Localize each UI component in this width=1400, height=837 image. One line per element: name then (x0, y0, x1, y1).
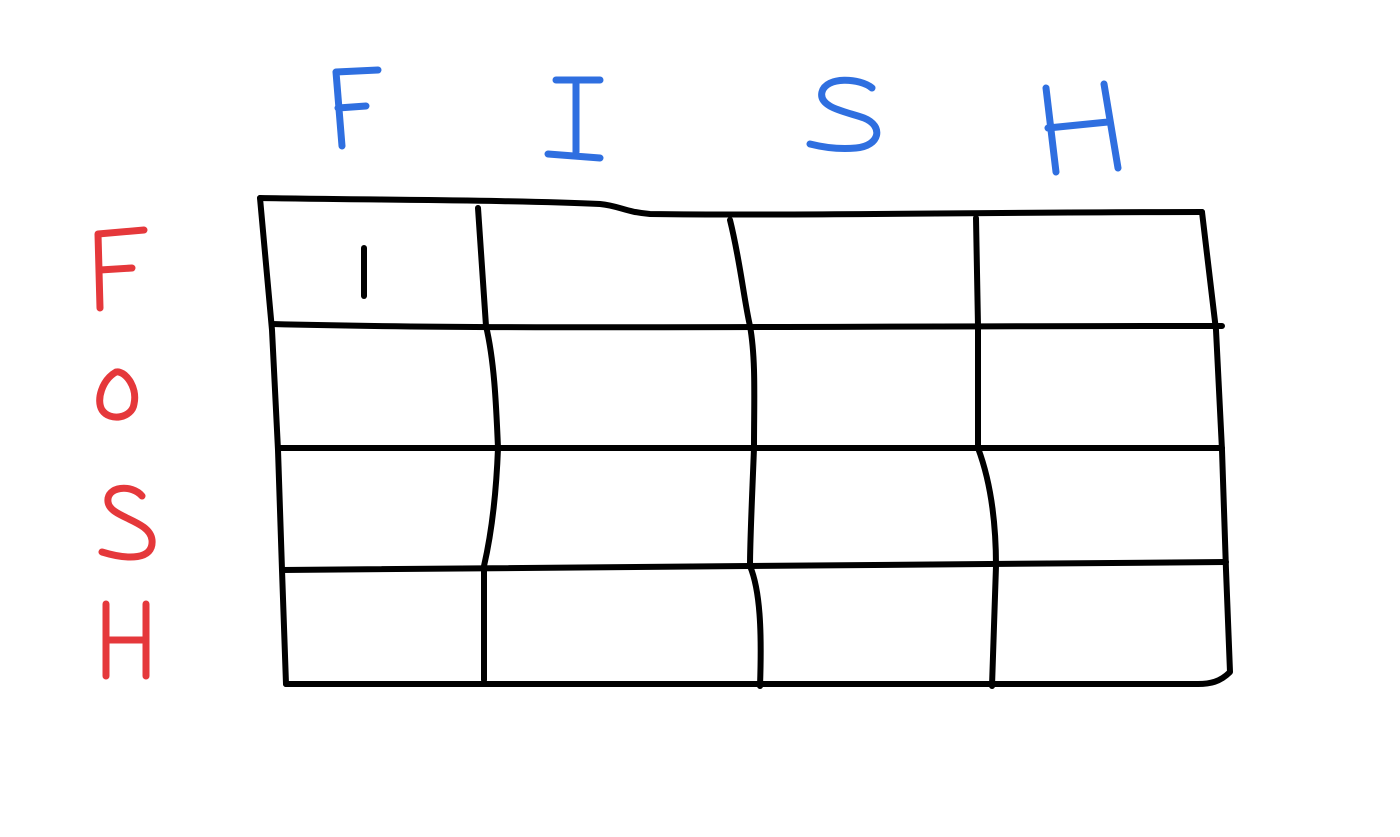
grid-col-line-2 (727, 217, 764, 689)
grid-top-border (257, 195, 1205, 218)
grid-col-line-1 (475, 205, 501, 683)
row-header-o: O (96, 368, 139, 421)
grid-right-border (1195, 209, 1233, 687)
column-header-i: I (544, 76, 604, 162)
row-headers: F O S H (94, 226, 156, 680)
grid-col-line-3 (973, 215, 999, 689)
grid-row-line-3 (279, 559, 1229, 573)
column-header-s: S (806, 76, 881, 152)
column-header-f: F (332, 66, 382, 150)
row-header-h: H (102, 600, 150, 680)
cells: 1 (361, 245, 367, 299)
column-headers: F I S H (332, 66, 1122, 176)
grid (257, 195, 1233, 689)
svg-text:O: O (115, 389, 116, 391)
grid-row-line-1 (269, 321, 1225, 331)
grid-left-border (257, 195, 289, 687)
column-header-h: H (1042, 80, 1122, 176)
cell-f-f: 1 (361, 245, 367, 299)
row-header-f: F (94, 226, 148, 312)
row-header-s: S (98, 484, 156, 561)
